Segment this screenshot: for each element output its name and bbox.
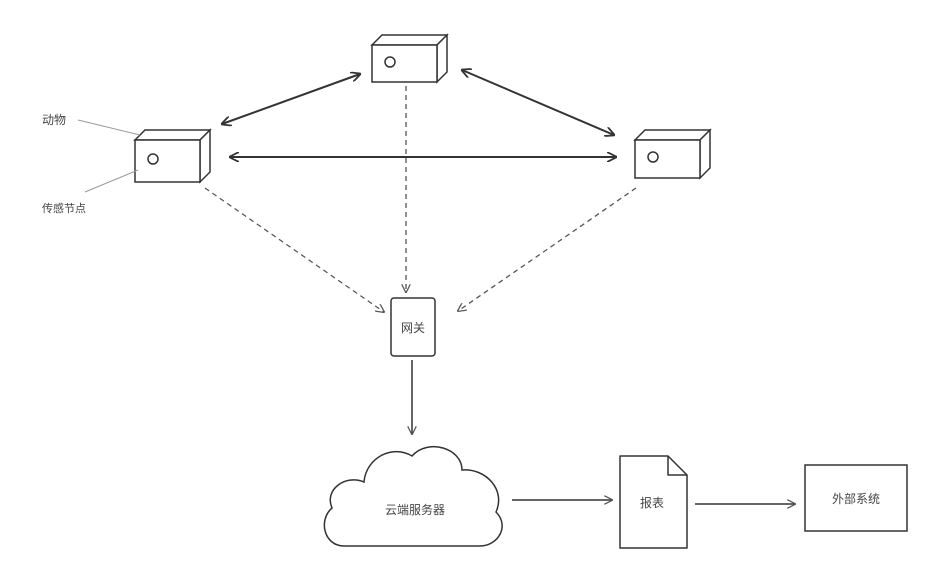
callout-sensor-node: 传感节点 bbox=[42, 170, 138, 215]
sensor-box-icon bbox=[635, 130, 710, 178]
gateway-label: 网关 bbox=[401, 321, 425, 335]
animal-label: 动物 bbox=[42, 113, 66, 127]
cloud-server-label: 云端服务器 bbox=[385, 502, 445, 517]
sensor-box-icon bbox=[372, 35, 447, 82]
dashed-link-right-gateway bbox=[458, 188, 636, 311]
link-left-top bbox=[222, 74, 360, 124]
gateway: 网关 bbox=[391, 298, 435, 356]
cloud-server: 云端服务器 bbox=[324, 447, 502, 546]
dashed-link-left-gateway bbox=[205, 188, 384, 312]
callout-leader bbox=[85, 170, 138, 192]
callout-leader bbox=[78, 120, 140, 135]
cloud-icon bbox=[324, 447, 502, 546]
callout-animal: 动物 bbox=[42, 113, 140, 135]
external-system-label: 外部系统 bbox=[832, 491, 880, 506]
link-top-right bbox=[462, 70, 614, 135]
sensor-node-top bbox=[372, 35, 447, 82]
sensor-box-icon bbox=[135, 130, 210, 182]
sensor-node-label: 传感节点 bbox=[42, 202, 86, 215]
report: 报表 bbox=[620, 456, 687, 548]
sensor-node-right bbox=[635, 130, 710, 178]
report-label: 报表 bbox=[640, 495, 664, 510]
sensor-node-left bbox=[135, 130, 210, 182]
external-system: 外部系统 bbox=[805, 465, 907, 531]
